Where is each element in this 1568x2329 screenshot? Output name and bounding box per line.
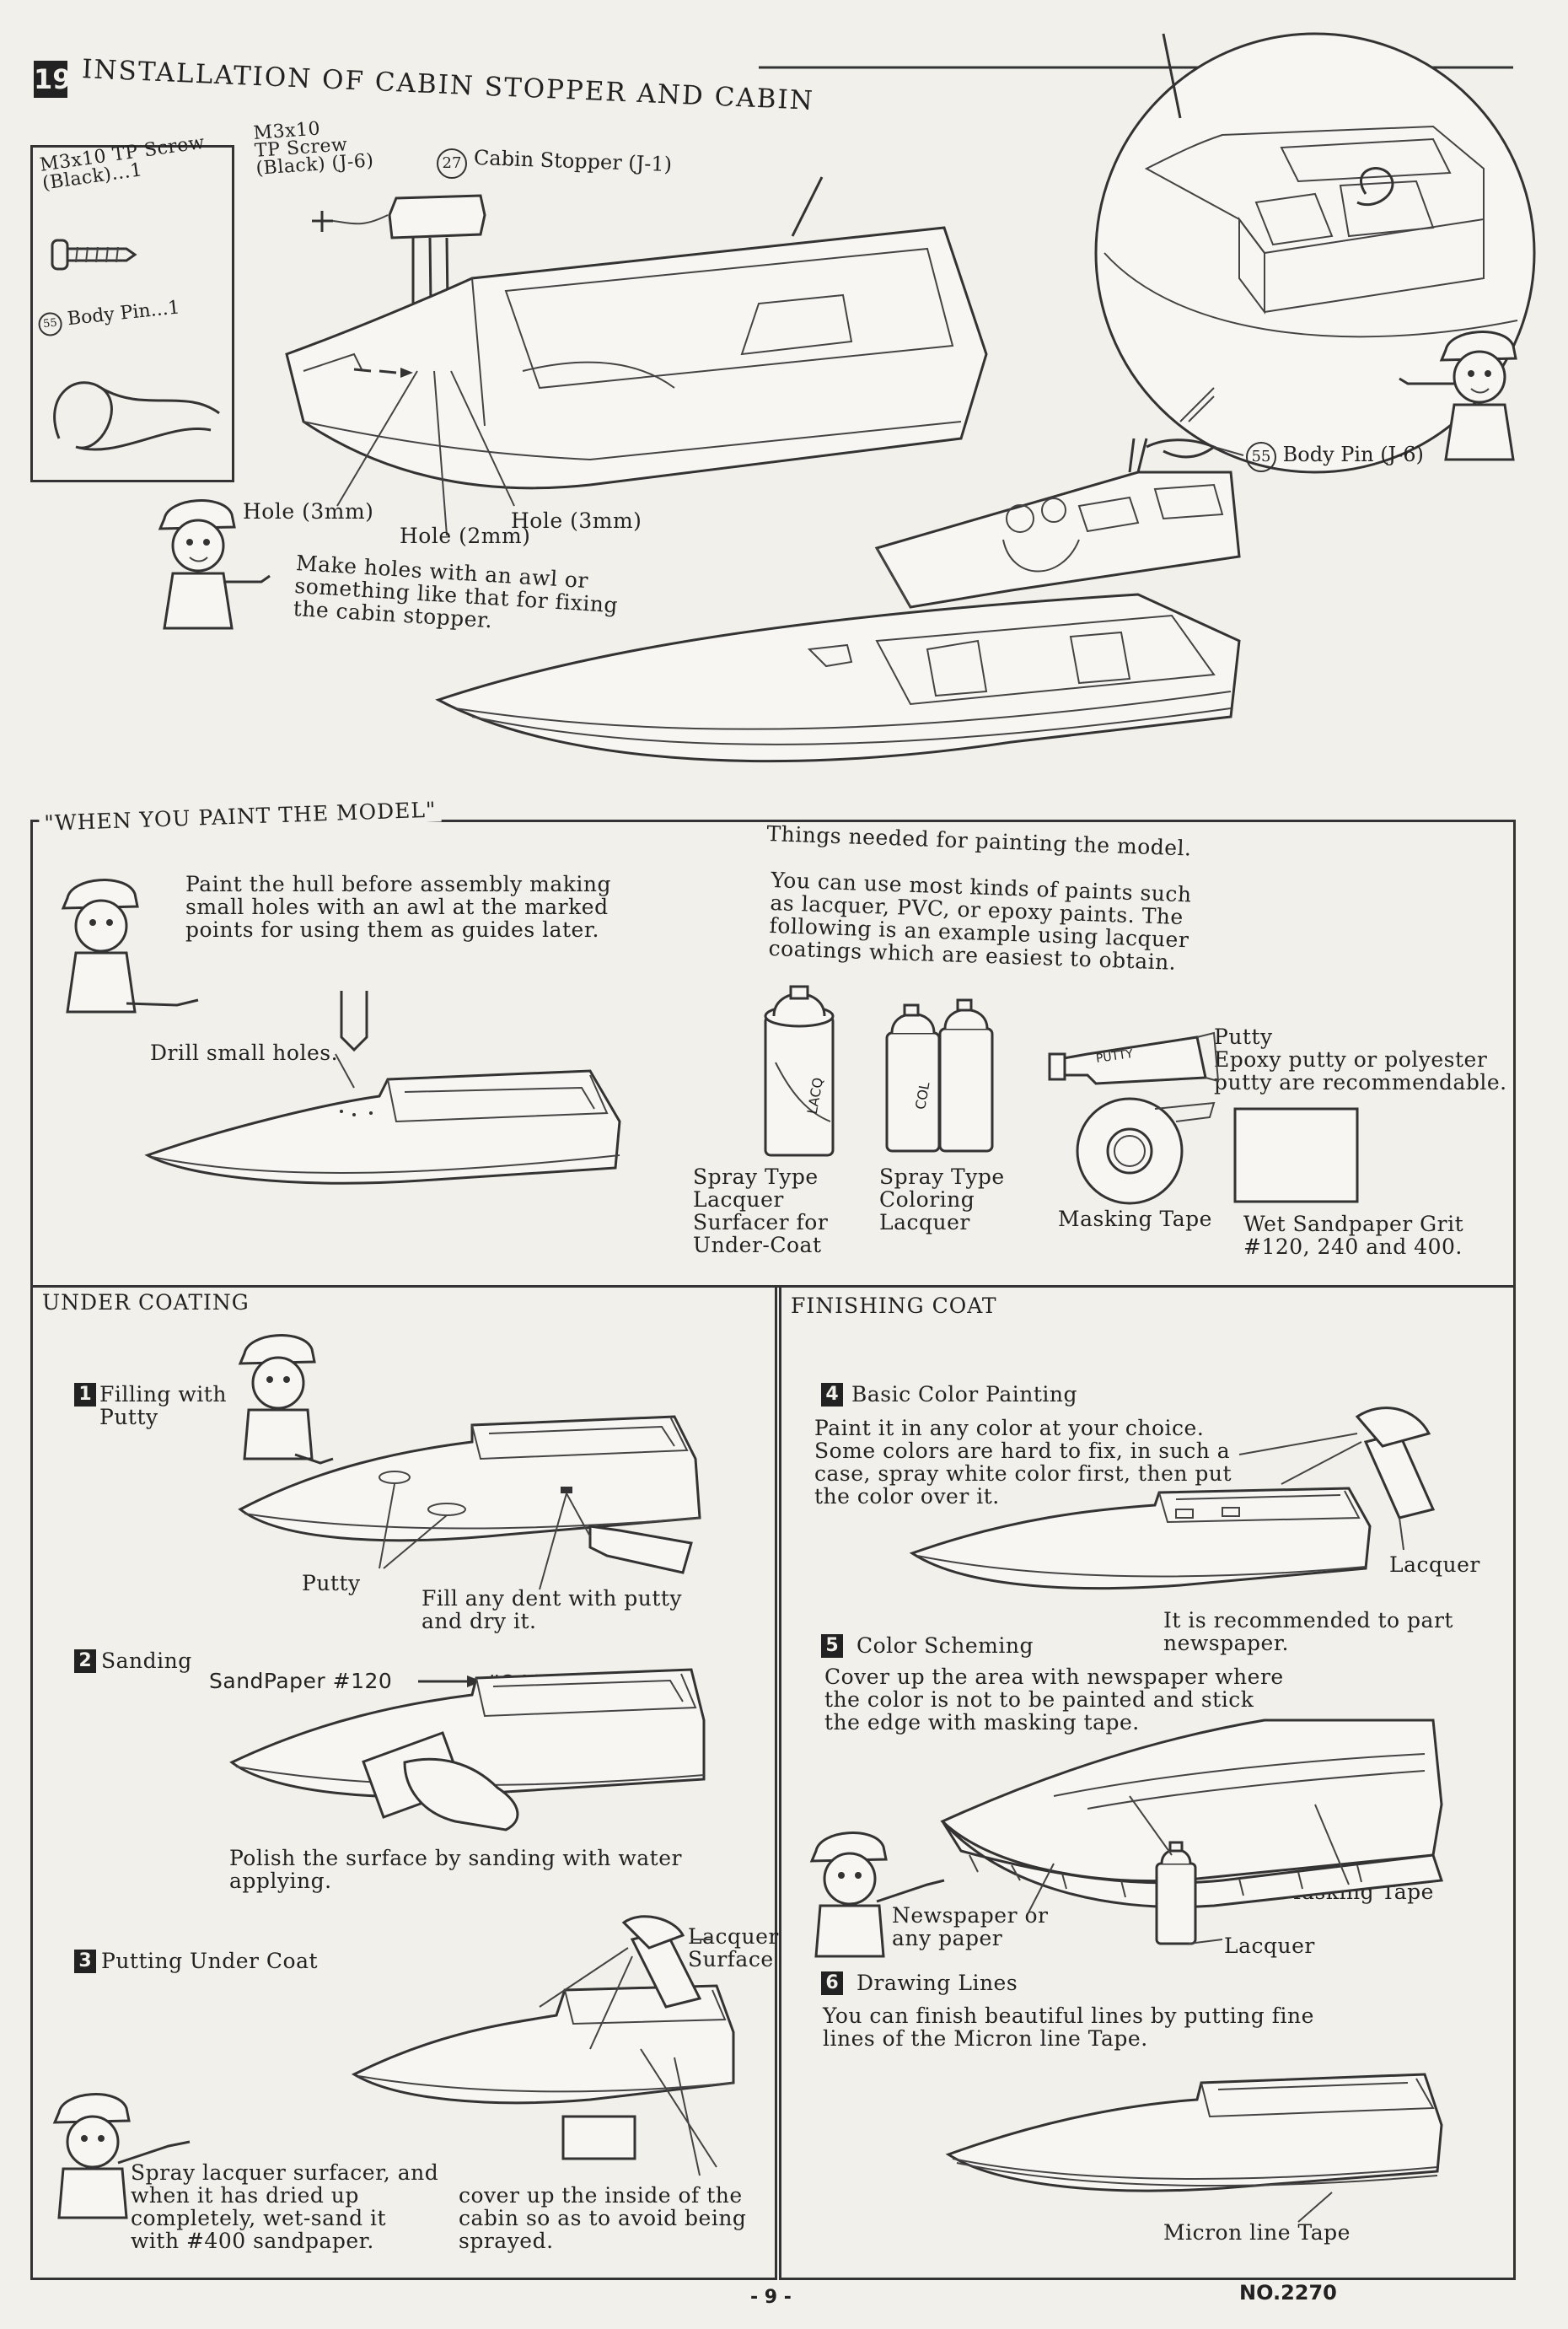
newspaper-callout: Newspaper or any paper xyxy=(892,1903,1049,1950)
document-number: NO.2270 xyxy=(1239,2281,1337,2305)
screw-icon xyxy=(51,239,137,271)
step1-badge: 1 xyxy=(74,1383,96,1407)
step4-title-row: 4 xyxy=(821,1383,851,1407)
micron-tape-callout: Micron line Tape xyxy=(1163,2220,1351,2245)
recommend-newspaper-note: It is recommended to part newspaper. xyxy=(1163,1608,1453,1655)
step2-title: Sanding xyxy=(101,1649,192,1673)
wet-sandpaper-label: Wet Sandpaper Grit #120, 240 and 400. xyxy=(1243,1212,1464,1259)
fill-dent-note: Fill any dent with putty and dry it. xyxy=(422,1586,683,1633)
putty-label: Putty Epoxy putty or polyester putty are… xyxy=(1214,1025,1507,1095)
step4-text: Paint it in any color at your choice. So… xyxy=(814,1416,1232,1509)
sandpaper-seq-1: SandPaper #120 xyxy=(209,1669,393,1693)
step6-title: Drawing Lines xyxy=(856,1971,1018,1995)
step3-title-row: 3 xyxy=(74,1950,105,1973)
finishing-coat-box xyxy=(779,1285,1516,2280)
mascot-pointing-icon xyxy=(1399,331,1517,461)
drill-label: Drill small holes. xyxy=(150,1041,339,1065)
step6-badge: 6 xyxy=(821,1971,843,1995)
step6-title-row: 6 xyxy=(821,1971,851,1995)
step-number-badge: 19 xyxy=(34,61,72,98)
cabin-stopper-label-row: 27 Cabin Stopper (J-1) xyxy=(437,146,672,179)
spray-surfacer-label: Spray Type Lacquer Surfacer for Under-Co… xyxy=(693,1164,829,1257)
paint-intro: Paint the hull before assembly making sm… xyxy=(185,872,612,942)
mascot-icon xyxy=(158,499,271,630)
polish-note: Polish the surface by sanding with water… xyxy=(229,1846,682,1893)
under-coating-illustrations xyxy=(52,1334,735,2219)
hole-right-label: Hole (3mm) xyxy=(511,508,642,533)
under-coating-box xyxy=(30,1285,777,2280)
step1-title-row: 1 xyxy=(74,1383,105,1407)
step4-title: Basic Color Painting xyxy=(851,1382,1078,1407)
parts-box xyxy=(30,145,234,482)
putty-callout: Putty xyxy=(302,1571,361,1595)
step3-badge: 3 xyxy=(74,1950,96,1973)
cover-cabin-note: cover up the inside of the cabin so as t… xyxy=(459,2183,747,2253)
body-pin-icon xyxy=(53,381,220,451)
step1-title: Filling with Putty xyxy=(99,1382,227,1429)
step5-title: Color Scheming xyxy=(856,1633,1034,1658)
step6-text: You can finish beautiful lines by puttin… xyxy=(823,2004,1314,2051)
page-number: - 9 - xyxy=(750,2287,792,2308)
step5-badge: 5 xyxy=(821,1634,843,1658)
step5-title-row: 5 xyxy=(821,1634,851,1658)
boat-hull-with-stopper-illustration xyxy=(285,32,1536,763)
spray-surfacer-note: Spray lacquer surfacer, and when it has … xyxy=(131,2160,439,2253)
step2-badge: 2 xyxy=(74,1649,96,1673)
body-pin-label: Body Pin (J-6) xyxy=(1282,443,1424,466)
body-pin-label-row: 55 Body Pin (J-6) xyxy=(1246,442,1424,472)
part27-number-circle: 27 xyxy=(437,148,467,179)
paint-section-illustrations xyxy=(61,879,1359,1205)
spray-coloring-label: Spray Type Coloring Lacquer xyxy=(879,1164,1005,1234)
masking-tape-label: Masking Tape xyxy=(1058,1207,1212,1231)
hole-middle-label: Hole (2mm) xyxy=(400,524,531,548)
lacquer-label-2: Lacquer xyxy=(1224,1934,1315,1958)
step2-title-row: 2 xyxy=(74,1649,105,1673)
step3-title: Putting Under Coat xyxy=(101,1949,319,1973)
hole-left-label: Hole (3mm) xyxy=(243,499,374,524)
lacquer-label-1: Lacquer xyxy=(1389,1552,1480,1577)
lacquer-surface-label: Lacquer Surface xyxy=(688,1924,779,1971)
finishing-coat-title: FINISHING COAT xyxy=(791,1294,997,1318)
part55-number-circle: 55 xyxy=(1246,442,1276,472)
step5-text: Cover up the area with newspaper where t… xyxy=(824,1665,1284,1735)
step4-badge: 4 xyxy=(821,1383,843,1407)
under-coating-title: UNDER COATING xyxy=(42,1290,250,1315)
step19-header: 19 xyxy=(34,61,76,98)
